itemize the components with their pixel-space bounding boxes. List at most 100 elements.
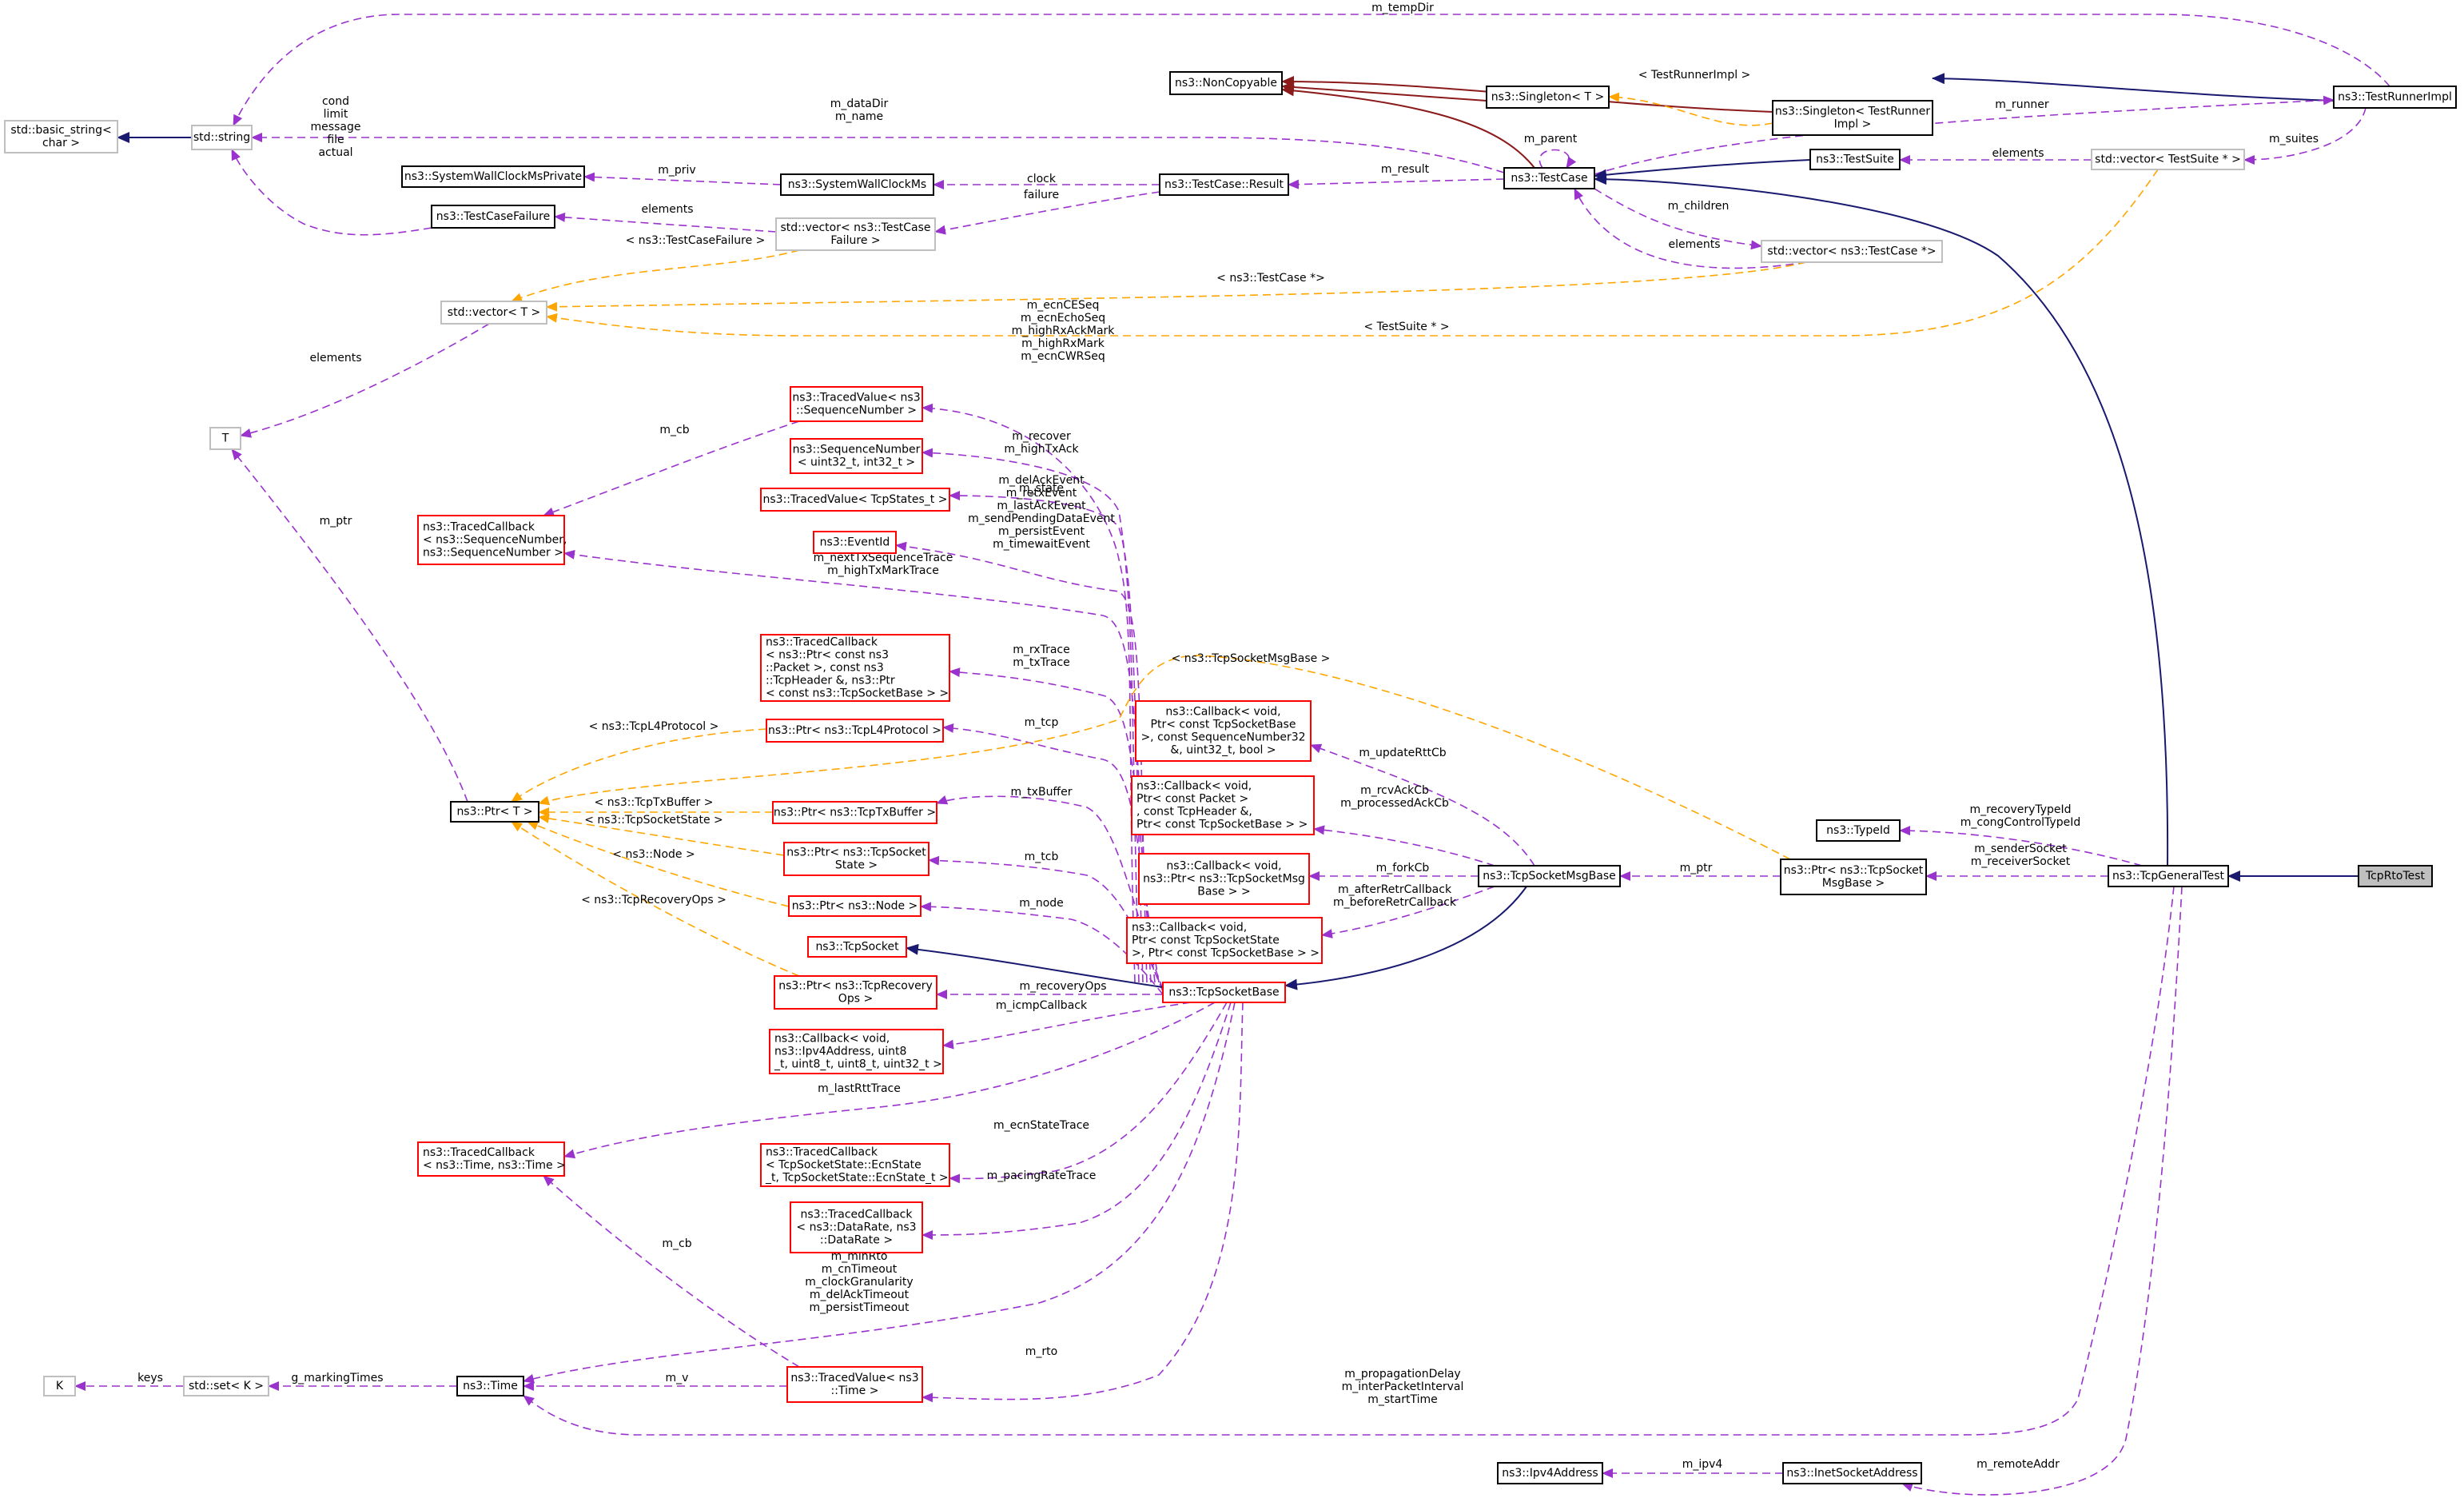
edge-label: m_state (1019, 482, 1064, 495)
class-node-set-k[interactable]: std::set< K > (183, 1376, 269, 1396)
class-node-tc-time[interactable]: ns3::TracedCallback< ns3::Time, ns3::Tim… (417, 1141, 566, 1177)
edge-tcpsocketbase-to-tv_time (922, 1002, 1244, 1403)
edge-label: m_lastRttTrace (818, 1082, 901, 1095)
edge-testcase-to-testcase_result (1288, 178, 1505, 189)
class-node-tcprtotest[interactable]: TcpRtoTest (2358, 865, 2433, 887)
edge-tcpsocketbase-to-tcpsocket (906, 943, 1164, 988)
node-label: ns3::Ipv4Address (1502, 1467, 1598, 1480)
edge-label: m_recoveryOps (1019, 980, 1106, 993)
edge-testcase-to-testcase (1539, 149, 1577, 169)
class-node-tc-datarate[interactable]: ns3::TracedCallback< ns3::DataRate, ns3:… (790, 1201, 923, 1253)
edge-label: < ns3::TestCase *> (1216, 272, 1325, 285)
class-node-ptr-node[interactable]: ns3::Ptr< ns3::Node > (788, 895, 922, 917)
node-box (766, 719, 944, 743)
edge-label: m_icmpCallback (996, 999, 1088, 1012)
class-node-testcase[interactable]: ns3::TestCase (1503, 167, 1595, 189)
class-node-ipv4address[interactable]: ns3::Ipv4Address (1497, 1462, 1603, 1484)
node-label: T (221, 432, 229, 445)
class-node-ptr-t[interactable]: ns3::Ptr< T > (450, 801, 539, 823)
edge-testrunnerimpl-to-string (233, 14, 2390, 126)
edge-label: m_children (1668, 200, 1730, 213)
node-label: ns3::Ptr< ns3::TcpL4Protocol > (768, 724, 941, 737)
class-node-vec-t[interactable]: std::vector< T > (440, 301, 547, 325)
node-box (1772, 100, 1933, 136)
class-node-string[interactable]: std::string (191, 125, 253, 150)
class-node-tc-ecn[interactable]: ns3::TracedCallback< TcpSocketState::Ecn… (760, 1143, 950, 1187)
class-node-cb-updatertt[interactable]: ns3::Callback< void,Ptr< const TcpSocket… (1135, 700, 1312, 762)
class-node-ptr-txbuf[interactable]: ns3::Ptr< ns3::TcpTxBuffer > (772, 801, 937, 824)
edge-label: < TestRunnerImpl > (1638, 69, 1751, 82)
class-node-tcpgeneraltest[interactable]: ns3::TcpGeneralTest (2108, 865, 2229, 887)
edge-singleton_trimpl-to-singleton_t (1608, 92, 1773, 126)
edge-label: m_txBuffer (1011, 786, 1073, 799)
class-node-basic-string[interactable]: std::basic_string<char > (4, 120, 118, 153)
edge-testsuite-to-testcase (1594, 159, 1811, 181)
node-box (1780, 859, 1927, 895)
edge-vec_testcase-to-vec_t (546, 261, 1807, 312)
class-node-tcpsocket[interactable]: ns3::TcpSocket (807, 936, 907, 958)
edge-label: m_ptr (320, 515, 352, 528)
class-node-swc[interactable]: ns3::SystemWallClockMs (780, 173, 934, 196)
class-node-tcpsocketbase[interactable]: ns3::TcpSocketBase (1162, 982, 1286, 1003)
edge-label: < ns3::TcpTxBuffer > (595, 796, 714, 809)
node-label: ns3::TcpSocket (815, 941, 899, 954)
node-label: ns3::Singleton< T > (1491, 91, 1604, 104)
edge-label: m_cb (659, 424, 689, 436)
class-node-time[interactable]: ns3::Time (456, 1376, 524, 1396)
nodes-layer: std::basic_string<char >std::stringns3::… (4, 71, 2457, 1484)
class-node-noncopyable[interactable]: ns3::NonCopyable (1169, 71, 1283, 95)
node-label: std::vector< T > (448, 306, 540, 319)
edge-testrunnerimpl-to-vec_testsuite (2243, 107, 2366, 165)
class-node-tv-seq[interactable]: ns3::TracedValue< ns3::SequenceNumber > (790, 386, 923, 422)
class-node-tcpsocketmsgbase[interactable]: ns3::TcpSocketMsgBase (1478, 865, 1621, 887)
class-node-seqnum[interactable]: ns3::SequenceNumber< uint32_t, int32_t > (790, 438, 923, 474)
node-label: ns3::Callback< void,ns3::Ipv4Address, ui… (774, 1033, 942, 1071)
node-label: TcpRtoTest (2365, 870, 2426, 882)
class-node-tv-states[interactable]: ns3::TracedValue< TcpStates_t > (760, 488, 950, 512)
class-node-testcasefailure[interactable]: ns3::TestCaseFailure (431, 205, 555, 229)
edge-label: m_suites (2269, 133, 2319, 145)
class-node-ptr-l4[interactable]: ns3::Ptr< ns3::TcpL4Protocol > (766, 719, 944, 743)
node-box (760, 1143, 950, 1187)
edge-tcpsocketmsgbase-to-cb_updatertt (1310, 743, 1535, 867)
class-node-testrunnerimpl[interactable]: ns3::TestRunnerImpl (2333, 86, 2457, 109)
edge-testrunnerimpl-to-singleton_trimpl (1932, 73, 2335, 102)
edge-vec_t-to-t (240, 323, 490, 438)
node-box (1497, 1462, 1603, 1484)
class-node-cb-rcvack[interactable]: ns3::Callback< void,Ptr< const Packet >,… (1131, 775, 1315, 835)
edge-label: m_runner (1995, 98, 2049, 111)
class-node-t[interactable]: T (209, 427, 241, 450)
node-label: ns3::TracedCallback< ns3::DataRate, ns3:… (796, 1209, 916, 1247)
class-node-typeid[interactable]: ns3::TypeId (1816, 819, 1901, 842)
class-node-testsuite[interactable]: ns3::TestSuite (1809, 149, 1901, 170)
edge-tcpsocketbase-to-tc_time (563, 1002, 1216, 1159)
class-node-vec-testsuite[interactable]: std::vector< TestSuite * > (2091, 149, 2245, 170)
class-node-tv-time[interactable]: ns3::TracedValue< ns3::Time > (786, 1366, 923, 1403)
class-node-cb-icmp[interactable]: ns3::Callback< void,ns3::Ipv4Address, ui… (769, 1029, 944, 1074)
class-node-k[interactable]: K (43, 1376, 76, 1396)
class-node-testcase-result[interactable]: ns3::TestCase::Result (1159, 173, 1289, 196)
class-node-cb-fork[interactable]: ns3::Callback< void,ns3::Ptr< ns3::TcpSo… (1138, 853, 1310, 905)
class-node-tc-packet[interactable]: ns3::TracedCallback< ns3::Ptr< const ns3… (760, 634, 950, 702)
node-box (1138, 853, 1310, 905)
class-node-swc-private[interactable]: ns3::SystemWallClockMsPrivate (401, 165, 585, 188)
class-node-vec-testcase[interactable]: std::vector< ns3::TestCase *> (1761, 240, 1943, 263)
class-node-eventid[interactable]: ns3::EventId (813, 531, 897, 554)
node-label: ns3::TracedValue< ns3::SequenceNumber > (792, 392, 920, 417)
node-box (1761, 240, 1943, 263)
class-node-inetsocketaddress[interactable]: ns3::InetSocketAddress (1782, 1462, 1922, 1484)
class-node-singleton-t[interactable]: ns3::Singleton< T > (1486, 86, 1610, 109)
class-node-tc-seq[interactable]: ns3::TracedCallback< ns3::SequenceNumber… (417, 515, 567, 565)
node-box (780, 173, 934, 196)
class-node-cb-retr[interactable]: ns3::Callback< void,Ptr< const TcpSocket… (1126, 917, 1323, 964)
